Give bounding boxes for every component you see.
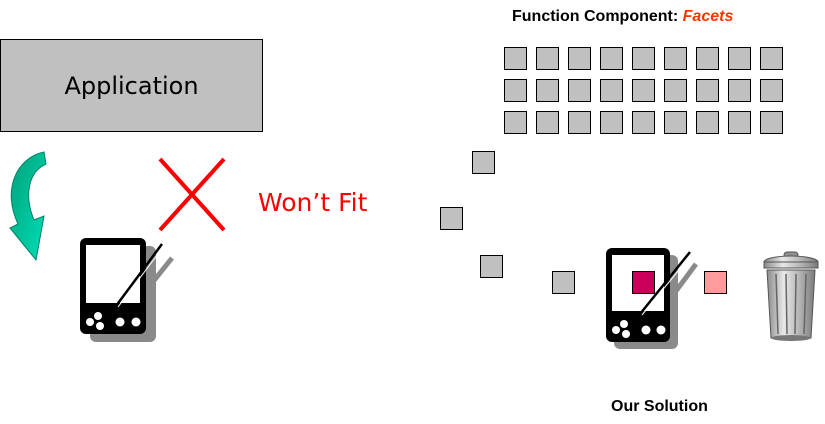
pda-icon: [606, 248, 699, 349]
facet: [536, 79, 559, 102]
facet: [664, 47, 687, 70]
facet: [536, 111, 559, 134]
facet: [664, 79, 687, 102]
facet: [760, 79, 783, 102]
facet: [504, 111, 527, 134]
falling-facet: [440, 207, 463, 230]
selected-facet: [632, 271, 655, 294]
falling-facet: [472, 151, 495, 174]
application-box: Application: [0, 39, 263, 132]
facet: [600, 79, 623, 102]
facet: [760, 111, 783, 134]
facet: [632, 111, 655, 134]
facet: [696, 79, 719, 102]
facet: [568, 111, 591, 134]
application-label: Application: [64, 71, 199, 100]
facets-label: Facets: [682, 8, 734, 25]
trash-can-icon: [763, 251, 819, 341]
our-solution-label: Our Solution: [611, 398, 708, 415]
facet: [696, 47, 719, 70]
facet: [664, 111, 687, 134]
facet: [632, 79, 655, 102]
facet: [600, 47, 623, 70]
facet: [728, 79, 751, 102]
function-component-label: Function Component:: [512, 8, 679, 25]
curved-arrow-icon: [9, 151, 47, 262]
facet: [728, 111, 751, 134]
function-component-title: Function Component: Facets: [512, 8, 733, 26]
facet: [568, 79, 591, 102]
facet: [504, 79, 527, 102]
facet: [728, 47, 751, 70]
facet: [632, 47, 655, 70]
x-mark-icon: [158, 157, 226, 232]
facet: [568, 47, 591, 70]
falling-facet: [552, 271, 575, 294]
falling-facet: [480, 255, 503, 278]
facet: [536, 47, 559, 70]
facet: [504, 47, 527, 70]
discarded-facet: [704, 271, 727, 294]
facet: [760, 47, 783, 70]
facet: [600, 111, 623, 134]
wont-fit-label: Won’t Fit: [258, 188, 368, 217]
pda-icon: [80, 238, 174, 342]
facet: [696, 111, 719, 134]
